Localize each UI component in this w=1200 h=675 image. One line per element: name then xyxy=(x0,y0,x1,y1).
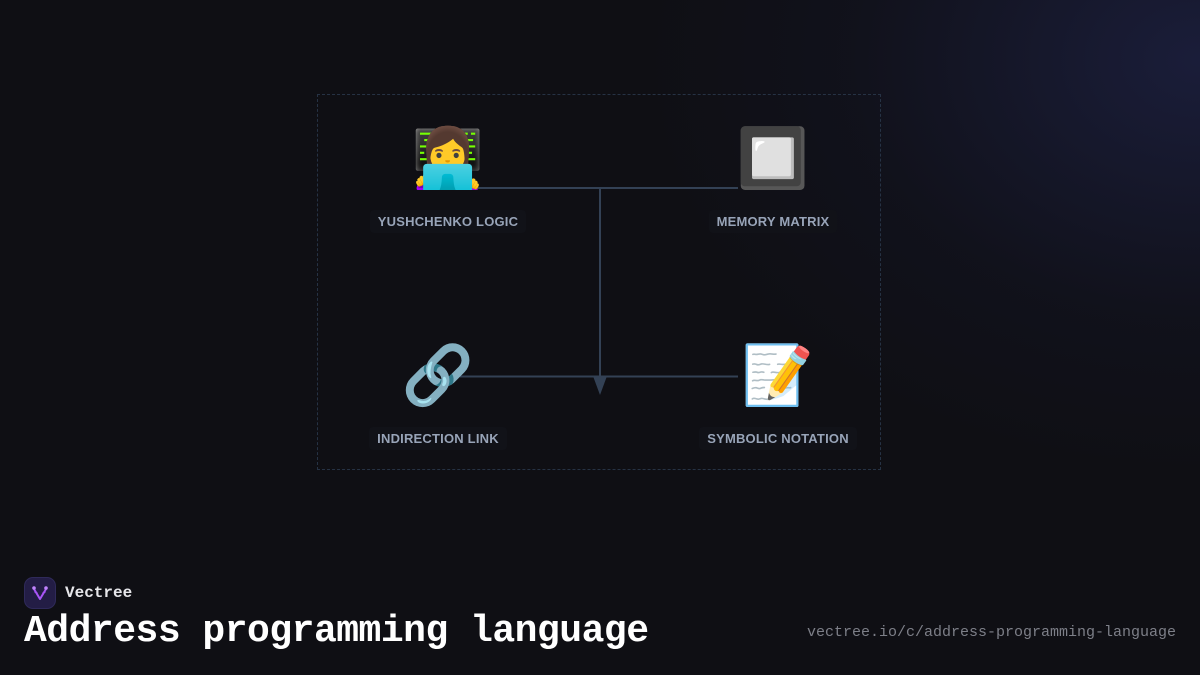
node-symbolic-notation[interactable]: 📝 SYMBOLIC NOTATION xyxy=(688,343,868,450)
node-yushchenko-logic[interactable]: 👩‍💻 YUSHCHENKO LOGIC xyxy=(368,126,528,233)
woman-technologist-icon: 👩‍💻 xyxy=(411,124,485,192)
node-label: SYMBOLIC NOTATION xyxy=(699,427,857,450)
node-memory-matrix[interactable]: 🔲 MEMORY MATRIX xyxy=(693,126,853,233)
link-icon: 🔗 xyxy=(401,341,475,409)
brand-name: Vectree xyxy=(65,584,133,602)
page-title: Address programming language xyxy=(24,610,649,653)
vectree-logo-icon xyxy=(24,577,56,609)
node-label: YUSHCHENKO LOGIC xyxy=(369,210,527,233)
node-indirection-link[interactable]: 🔗 INDIRECTION LINK xyxy=(358,343,518,450)
brand[interactable]: Vectree xyxy=(24,577,132,609)
black-square-button-icon: 🔲 xyxy=(736,124,810,192)
diagram-frame xyxy=(317,94,881,470)
memo-icon: 📝 xyxy=(741,341,815,409)
node-label: INDIRECTION LINK xyxy=(369,427,507,450)
node-label: MEMORY MATRIX xyxy=(708,210,838,233)
page-url[interactable]: vectree.io/c/address-programming-languag… xyxy=(806,624,1176,641)
